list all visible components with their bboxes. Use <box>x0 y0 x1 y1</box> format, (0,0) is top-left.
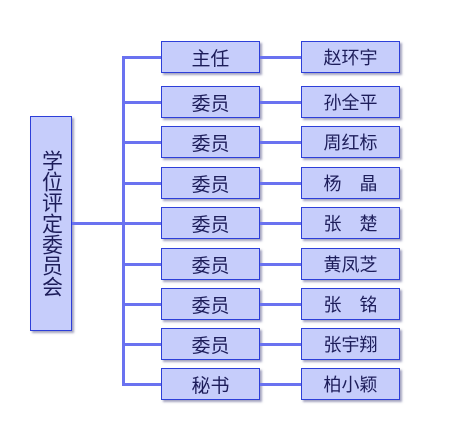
role-name-connector <box>260 383 302 386</box>
role-name-connector <box>260 141 302 144</box>
committee-root-box: 学位评定委员会 <box>30 116 72 331</box>
role-label: 委员 <box>191 92 230 115</box>
role-box: 主任 <box>161 41 260 73</box>
trunk-connector <box>122 57 125 385</box>
name-box: 孙全平 <box>301 86 400 118</box>
branch-connector <box>122 141 162 144</box>
role-label: 委员 <box>191 254 230 277</box>
name-box: 张 楚 <box>301 207 400 239</box>
name-label: 黄凤芝 <box>323 255 378 276</box>
branch-connector <box>122 383 162 386</box>
role-box: 委员 <box>161 207 260 239</box>
name-box: 黄凤芝 <box>301 248 400 280</box>
name-label: 张宇翔 <box>323 335 378 356</box>
role-box: 委员 <box>161 328 260 360</box>
name-label: 张 楚 <box>323 214 378 235</box>
name-label: 张 铭 <box>323 295 378 316</box>
name-label: 赵环宇 <box>323 48 378 69</box>
committee-root-label: 学位评定委员会 <box>39 150 64 297</box>
name-box: 赵环宇 <box>301 41 400 73</box>
branch-connector <box>122 222 162 225</box>
role-name-connector <box>260 56 302 59</box>
name-box: 张 铭 <box>301 288 400 320</box>
role-label: 主任 <box>191 47 230 70</box>
name-label: 周红标 <box>323 133 378 154</box>
branch-connector <box>122 56 162 59</box>
role-label: 委员 <box>191 213 230 236</box>
role-name-connector <box>260 303 302 306</box>
role-name-connector <box>260 343 302 346</box>
name-box: 杨 晶 <box>301 167 400 199</box>
role-box: 委员 <box>161 288 260 320</box>
role-name-connector <box>260 222 302 225</box>
role-name-connector <box>260 263 302 266</box>
name-box: 张宇翔 <box>301 328 400 360</box>
role-label: 委员 <box>191 132 230 155</box>
branch-connector <box>122 101 162 104</box>
name-box: 周红标 <box>301 126 400 158</box>
name-box: 柏小颖 <box>301 368 400 400</box>
role-box: 秘书 <box>161 368 260 400</box>
role-label: 秘书 <box>191 374 230 397</box>
name-label: 孙全平 <box>323 93 378 114</box>
role-box: 委员 <box>161 248 260 280</box>
role-label: 委员 <box>191 173 230 196</box>
branch-connector <box>122 343 162 346</box>
role-box: 委员 <box>161 126 260 158</box>
name-label: 杨 晶 <box>323 174 378 195</box>
branch-connector <box>122 182 162 185</box>
branch-connector <box>122 263 162 266</box>
role-name-connector <box>260 101 302 104</box>
role-box: 委员 <box>161 86 260 118</box>
role-name-connector <box>260 182 302 185</box>
name-label: 柏小颖 <box>323 375 378 396</box>
branch-connector <box>122 303 162 306</box>
role-label: 委员 <box>191 334 230 357</box>
role-label: 委员 <box>191 294 230 317</box>
role-box: 委员 <box>161 167 260 199</box>
root-connector <box>72 222 124 225</box>
